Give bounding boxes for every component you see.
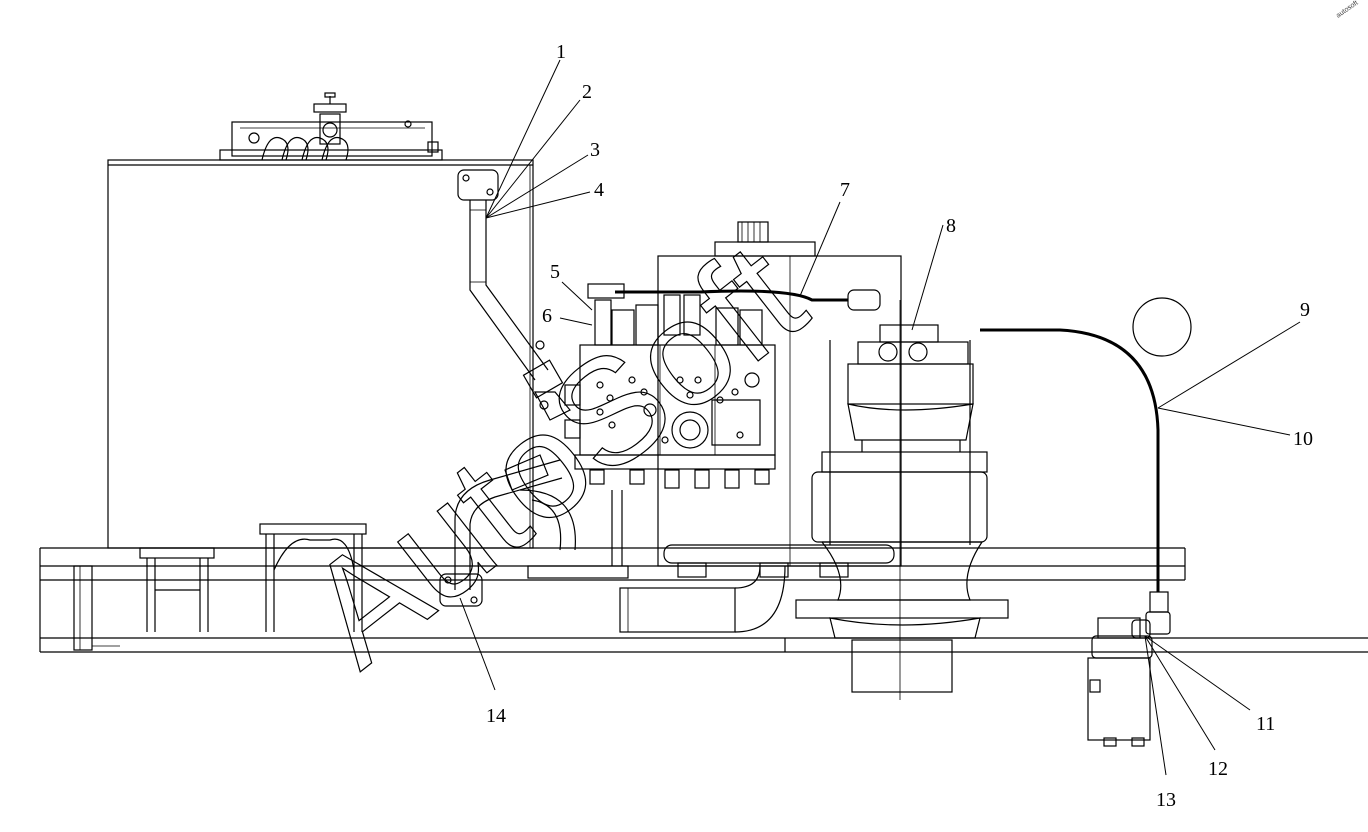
leader-4: [485, 191, 591, 219]
leader-8: [911, 224, 944, 331]
leader-6: [559, 317, 593, 326]
return-pipe: [457, 169, 571, 421]
watermark-text: AutoSoft: [276, 211, 833, 698]
pilot-line: [615, 289, 881, 311]
suction-pipe: [439, 454, 786, 633]
callout-4: 4: [594, 179, 604, 201]
callout-6: 6: [542, 305, 552, 327]
callout-7: 7: [840, 179, 850, 201]
leader-lines: [459, 59, 1301, 776]
hydraulic-tank: [107, 92, 534, 549]
watermark-logo: [1132, 297, 1192, 357]
callout-2: 2: [582, 81, 592, 103]
hose-assembly: [980, 328, 1171, 639]
leader-13: [1144, 635, 1167, 776]
leader-11: [1144, 635, 1251, 711]
callout-13: 13: [1156, 789, 1176, 811]
leader-7: [799, 201, 841, 297]
swing-motor: [795, 300, 1009, 700]
leader-9: [1157, 321, 1301, 409]
callout-3: 3: [590, 139, 600, 161]
callout-14: 14: [486, 705, 506, 727]
leader-5: [561, 281, 593, 311]
callout-9: 9: [1300, 299, 1310, 321]
leader-1: [485, 59, 561, 219]
leader-10: [1157, 407, 1291, 436]
leader-3: [485, 154, 589, 219]
leader-14: [459, 597, 496, 691]
leader-12: [1144, 635, 1216, 751]
callout-12: 12: [1208, 758, 1228, 780]
callout-labels: 1 2 3 4 5 6 7 8 9 10 11 12 13 14: [486, 41, 1313, 811]
watermark: AutoSoft: [276, 210, 1192, 698]
callout-10: 10: [1293, 428, 1313, 450]
leader-2: [485, 99, 581, 219]
callout-5: 5: [550, 261, 560, 283]
callout-11: 11: [1256, 713, 1275, 735]
callout-8: 8: [946, 215, 956, 237]
frame-brackets: [139, 523, 367, 632]
remote-valve: [1087, 617, 1153, 747]
base-frame: [39, 547, 1368, 653]
callout-1: 1: [556, 41, 566, 63]
center-housing: [657, 221, 902, 578]
corner-mark: autosoft: [1335, 0, 1359, 20]
